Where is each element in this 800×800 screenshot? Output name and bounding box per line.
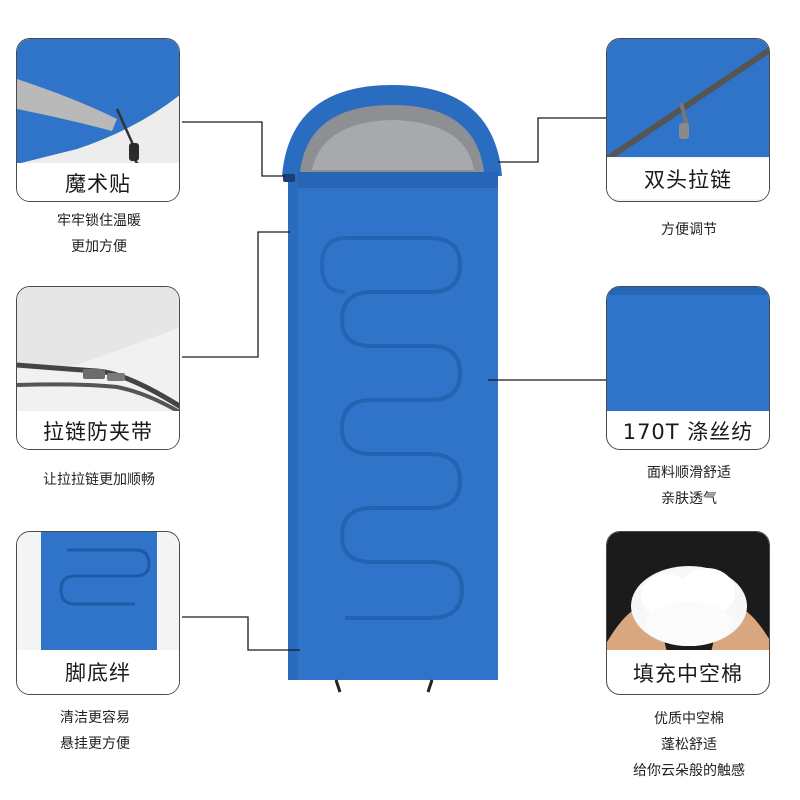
- fabric-desc-line-2: 亲肤透气: [661, 491, 717, 507]
- anti-snag-panel: 拉链防夹带: [16, 286, 180, 450]
- filling-panel: 填充中空棉: [606, 531, 770, 695]
- fabric-panel: 170T 涤丝纺: [606, 286, 770, 450]
- fabric-desc: 面料顺滑舒适 亲肤透气: [594, 460, 784, 512]
- double-zipper-panel: 双头拉链: [606, 38, 770, 202]
- foot-loop-desc-line-2: 悬挂更方便: [60, 736, 130, 752]
- filling-desc-line-2: 蓬松舒适: [661, 737, 717, 753]
- foot-loop-panel: 脚底绊: [16, 531, 180, 695]
- velcro-desc: 牢牢锁住温暖 更加方便: [4, 208, 194, 260]
- filling-title: 填充中空棉: [607, 650, 769, 694]
- foot-loop-title: 脚底绊: [17, 650, 179, 694]
- velcro-desc-line-1: 牢牢锁住温暖: [57, 213, 141, 229]
- foot-loop-desc: 清洁更容易 悬挂更方便: [0, 705, 190, 757]
- double-zipper-title: 双头拉链: [607, 159, 769, 199]
- filling-desc: 优质中空棉 蓬松舒适 给你云朵般的触感: [594, 706, 784, 784]
- filling-desc-line-1: 优质中空棉: [654, 711, 724, 727]
- fabric-desc-line-1: 面料顺滑舒适: [647, 465, 731, 481]
- anti-snag-desc: 让拉拉链更加顺畅: [4, 467, 194, 493]
- anti-snag-desc-line-1: 让拉拉链更加顺畅: [43, 472, 155, 488]
- velcro-desc-line-2: 更加方便: [71, 239, 127, 255]
- anti-snag-title: 拉链防夹带: [17, 411, 179, 449]
- velcro-title: 魔术贴: [17, 163, 179, 201]
- double-zipper-desc: 方便调节: [594, 217, 784, 243]
- foot-loop-desc-line-1: 清洁更容易: [60, 710, 130, 726]
- velcro-panel: 魔术贴: [16, 38, 180, 202]
- fabric-title: 170T 涤丝纺: [607, 411, 769, 449]
- double-zipper-desc-line-1: 方便调节: [661, 222, 717, 238]
- filling-desc-line-3: 给你云朵般的触感: [633, 763, 745, 779]
